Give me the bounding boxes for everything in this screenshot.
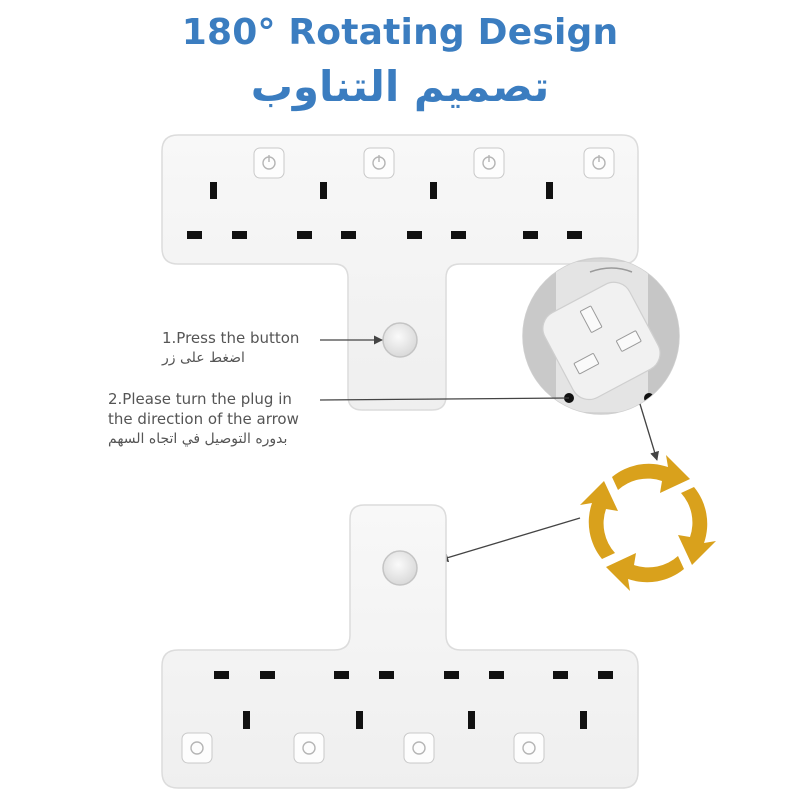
top-socket-adapter xyxy=(161,134,639,411)
release-button-icon xyxy=(382,322,418,358)
power-switch-icon xyxy=(513,732,545,764)
step-2-label: 2.Please turn the plug in the direction … xyxy=(108,389,299,449)
power-switch-icon xyxy=(403,732,435,764)
bottom-socket-adapter xyxy=(161,504,639,789)
power-switch-icon xyxy=(583,147,615,179)
release-button-icon xyxy=(382,550,418,586)
circular-rotation-arrows-icon xyxy=(580,455,716,591)
step-1-english: 1.Press the button xyxy=(162,329,300,347)
title-english: 180° Rotating Design xyxy=(181,12,619,53)
power-switch-icon xyxy=(363,147,395,179)
socket-slots xyxy=(187,182,582,239)
power-switch-icon xyxy=(253,147,285,179)
title-arabic: تصميم التناوب xyxy=(250,62,550,111)
step-2-english-line1: 2.Please turn the plug in xyxy=(108,390,292,408)
power-switch-icon xyxy=(473,147,505,179)
power-switch-icon xyxy=(181,732,213,764)
plug-zoom-view xyxy=(522,257,680,415)
power-switch-icon xyxy=(293,732,325,764)
step-2-english-line2: the direction of the arrow xyxy=(108,410,299,428)
step-2-arabic: بدوره التوصيل في اتجاه السهم xyxy=(108,431,288,447)
pointer-lines xyxy=(319,335,659,563)
socket-slots xyxy=(214,671,613,729)
step-1-label: 1.Press the button اضغط على زر xyxy=(162,328,299,368)
step-1-arabic: اضغط على زر xyxy=(162,350,245,366)
